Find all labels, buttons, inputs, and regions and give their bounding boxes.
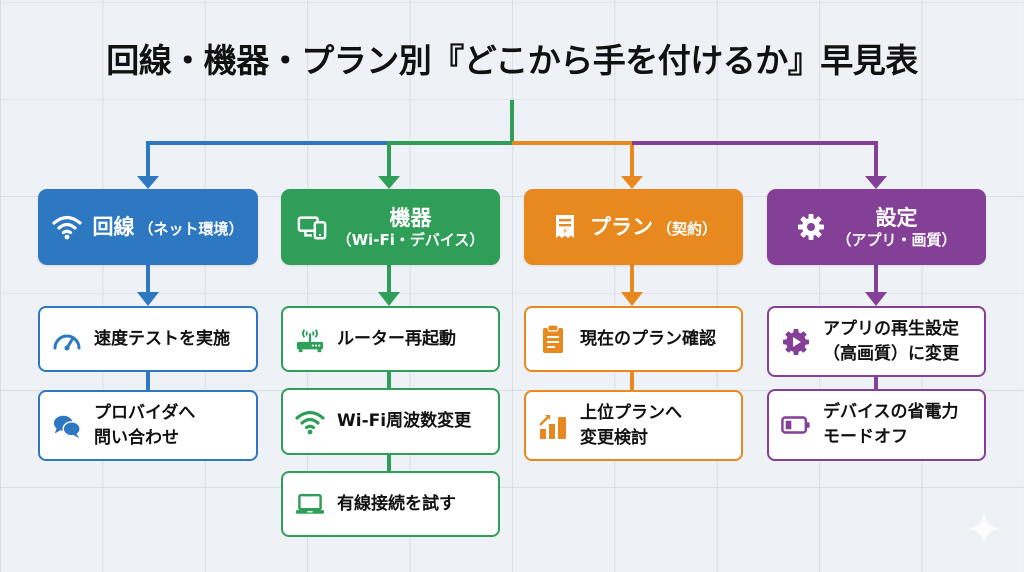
action-label: 有線接続を試す (337, 493, 456, 514)
arrow-line-head (137, 176, 159, 189)
action-card-check-plan[interactable]: 現在のプラン確認 (524, 306, 743, 372)
router-icon (295, 324, 325, 354)
bus-device (387, 141, 514, 183)
category-header-plan[interactable]: ¥ プラン （契約） (524, 189, 743, 265)
laptop-icon (295, 489, 325, 519)
devices-icon (297, 212, 327, 242)
bus-plan (512, 141, 634, 183)
category-header-settings[interactable]: 設定 （アプリ・画質） (767, 189, 986, 265)
gear-play-icon (781, 327, 811, 357)
category-title: プラン (589, 214, 653, 239)
gear-icon (796, 212, 826, 242)
action-label: プロバイダへ 問い合わせ (94, 402, 196, 448)
action-label: 上位プランへ 変更検討 (580, 402, 682, 448)
action-label: アプリの再生設定 （高画質）に変更 (823, 318, 959, 364)
action-label: 速度テストを実施 (94, 328, 230, 349)
action-card-restart-router[interactable]: ルーター再起動 (281, 306, 500, 372)
category-subtitle: （Wi-Fi・デバイス） (336, 230, 485, 249)
arrow-plan-1 (621, 292, 643, 306)
page-title: 回線・機器・プラン別『どこから手を付けるか』早見表 (106, 41, 918, 80)
arrow-settings-head (865, 176, 887, 189)
action-card-try-wired[interactable]: 有線接続を試す (281, 471, 500, 537)
wifi-icon (52, 212, 83, 242)
sparkle-icon (968, 513, 1000, 545)
action-card-contact-provider[interactable]: プロバイダへ 問い合わせ (38, 390, 258, 461)
arrow-device-head (378, 176, 400, 189)
arrow-device-1 (378, 292, 400, 306)
category-subtitle: （アプリ・画質） (836, 230, 957, 249)
clipboard-icon (538, 324, 568, 354)
category-subtitle: （ネット環境） (138, 219, 244, 238)
category-subtitle: （契約） (656, 219, 717, 238)
battery-low-icon (781, 410, 811, 440)
category-title: 回線 (92, 214, 135, 239)
action-label: ルーター再起動 (337, 328, 456, 349)
action-card-change-wifi-band[interactable]: Wi-Fi周波数変更 (281, 388, 500, 455)
chat-bubbles-icon (52, 411, 82, 441)
bus-settings (632, 141, 878, 183)
category-header-line[interactable]: 回線 （ネット環境） (38, 189, 258, 265)
action-label: 現在のプラン確認 (580, 328, 716, 349)
arrow-plan-head (621, 176, 643, 189)
action-card-upgrade-plan[interactable]: 上位プランへ 変更検討 (524, 390, 743, 461)
wifi-icon (295, 407, 325, 437)
arrow-line-1 (137, 292, 159, 306)
category-title: 機器 (389, 205, 432, 230)
action-card-app-playback-quality[interactable]: アプリの再生設定 （高画質）に変更 (767, 306, 986, 377)
action-label: デバイスの省電力 モードオフ (823, 402, 959, 447)
category-header-device[interactable]: 機器 （Wi-Fi・デバイス） (281, 189, 500, 265)
bus-line (146, 141, 389, 183)
growth-chart-icon (538, 411, 568, 441)
receipt-icon: ¥ (550, 212, 580, 242)
action-card-speed-test[interactable]: 速度テストを実施 (38, 306, 258, 372)
category-title: 設定 (875, 205, 918, 230)
speedometer-icon (52, 324, 82, 354)
action-card-power-saving-off[interactable]: デバイスの省電力 モードオフ (767, 389, 986, 461)
action-label: Wi-Fi周波数変更 (337, 411, 472, 432)
arrow-settings-1 (865, 292, 887, 306)
svg-text:¥: ¥ (563, 228, 567, 235)
